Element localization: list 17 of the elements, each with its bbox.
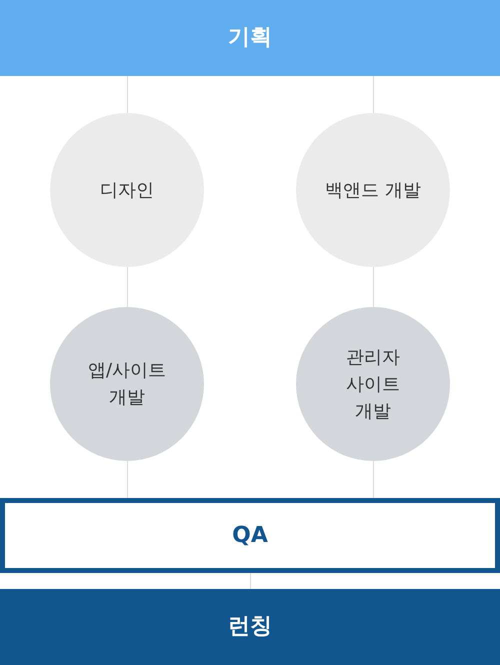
node-label: 앱/사이트 개발 bbox=[86, 359, 168, 410]
connector-line bbox=[127, 460, 128, 498]
node-label: 백앤드 개발 bbox=[325, 178, 421, 202]
stage-band bbox=[0, 589, 500, 665]
connector-line bbox=[373, 460, 374, 498]
connector-line bbox=[250, 572, 251, 590]
outlined-box bbox=[0, 498, 500, 573]
node-label: QA bbox=[232, 522, 268, 550]
connector-line bbox=[373, 76, 374, 114]
connector-line bbox=[127, 76, 128, 114]
connector-line bbox=[127, 266, 128, 308]
node-label: 관리자 사이트 개발 bbox=[345, 346, 401, 424]
node-label: 디자인 bbox=[100, 178, 154, 202]
node-label: 기획 bbox=[228, 24, 272, 52]
connector-line bbox=[373, 266, 374, 308]
stage-band bbox=[0, 0, 500, 76]
node-label: 런칭 bbox=[228, 613, 272, 641]
